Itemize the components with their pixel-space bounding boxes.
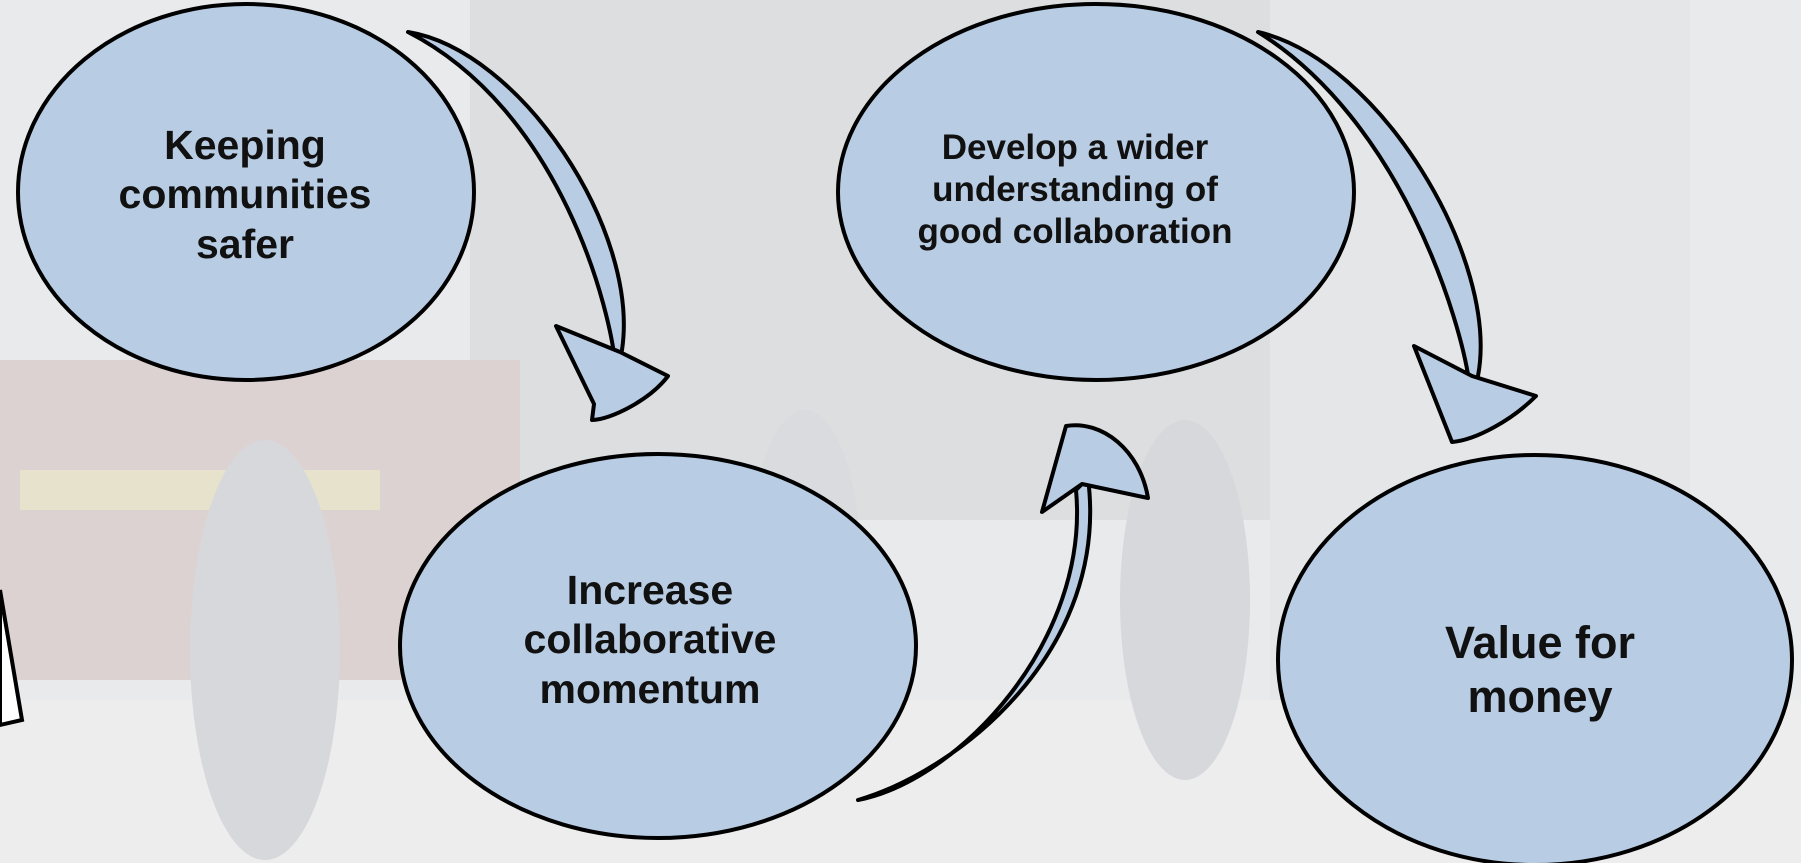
person-silhouette <box>190 440 340 860</box>
person-silhouette <box>1120 420 1250 780</box>
curved-arrow-keeping-to-increase <box>406 30 670 422</box>
curved-arrow-develop-to-value <box>1256 30 1538 444</box>
node-label: Value for money <box>1444 617 1636 722</box>
node-increase-momentum <box>398 452 918 840</box>
label-value-for-money: Value for money <box>1320 580 1760 760</box>
node-develop-understanding <box>836 2 1356 382</box>
label-keeping-communities-safer: Keeping communities safer <box>60 100 430 290</box>
node-label: Keeping communities safer <box>118 122 372 267</box>
label-increase-momentum: Increase collaborative momentum <box>440 540 860 740</box>
node-keeping-communities-safer <box>16 2 476 382</box>
fire-engine-stripe <box>20 470 380 510</box>
node-label: Increase collaborative momentum <box>523 567 777 712</box>
node-value-for-money <box>1276 453 1794 863</box>
partial-shape-outline <box>0 589 25 728</box>
label-develop-understanding: Develop a wider understanding of good co… <box>860 110 1290 270</box>
node-label: Develop a wider understanding of good co… <box>917 128 1233 251</box>
curved-arrow-increase-to-develop <box>856 423 1150 802</box>
